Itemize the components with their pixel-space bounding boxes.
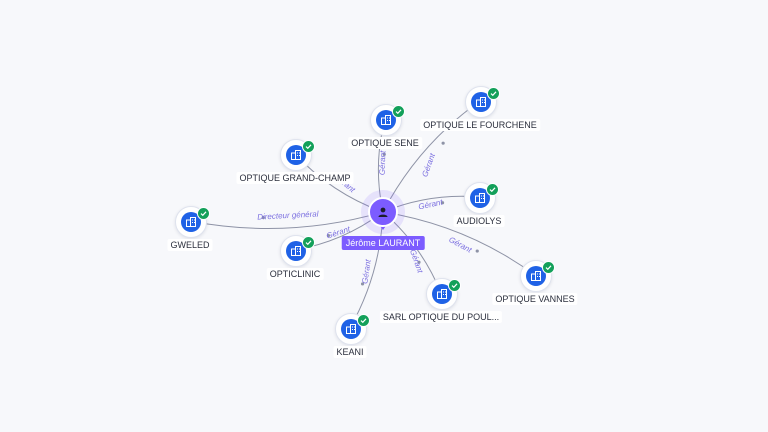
- company-label: AUDIOLYS: [453, 215, 505, 227]
- company-label: SARL OPTIQUE DU POUL...: [379, 311, 503, 323]
- edge-arrow-optique-le-fourchene: [441, 141, 445, 145]
- verified-check-icon: [487, 87, 500, 100]
- building-icon: [432, 284, 452, 304]
- company-node-circle: [464, 182, 496, 214]
- edge-arrow-optique-sene: [382, 152, 386, 156]
- company-node-circle: [426, 278, 458, 310]
- edge-optique-vannes: [382, 211, 536, 276]
- company-label: GWELED: [167, 239, 213, 251]
- company-node-circle: [175, 206, 207, 238]
- edge-arrow-optique-vannes: [475, 249, 479, 253]
- building-icon: [286, 145, 306, 165]
- edge-arrow-opticlinic: [326, 233, 331, 238]
- company-label: OPTICLINIC: [266, 268, 324, 280]
- building-icon: [526, 266, 546, 286]
- edge-arrow-audiolys: [440, 201, 445, 205]
- person-icon: [368, 197, 398, 227]
- verified-check-icon: [302, 236, 315, 249]
- edge-label-sarl-optique-du-poul: Gérant: [408, 248, 425, 275]
- building-icon: [341, 319, 361, 339]
- edge-label-optique-vannes: Gérant: [447, 235, 474, 255]
- edge-arrow-keani: [360, 282, 365, 286]
- company-node-circle: [335, 313, 367, 345]
- verified-check-icon: [542, 261, 555, 274]
- verified-check-icon: [392, 105, 405, 118]
- edge-label-audiolys: Gérant: [418, 197, 445, 211]
- building-icon: [470, 188, 490, 208]
- verified-check-icon: [486, 183, 499, 196]
- edge-gweled: [189, 211, 384, 230]
- edge-label-optique-sene: Gérant: [378, 150, 388, 176]
- company-label: OPTIQUE GRAND-CHAMP: [236, 172, 354, 184]
- edge-optique-le-fourchene: [382, 100, 481, 213]
- edge-arrow-gweled: [261, 215, 265, 220]
- verified-check-icon: [357, 314, 370, 327]
- verified-check-icon: [197, 207, 210, 220]
- verified-check-icon: [302, 140, 315, 153]
- edge-label-gweled: Directeur général: [257, 209, 319, 221]
- company-node-circle: [370, 104, 402, 136]
- building-icon: [376, 110, 396, 130]
- verified-check-icon: [448, 279, 461, 292]
- person-name-label: Jérôme LAURANT: [341, 236, 425, 250]
- building-icon: [181, 212, 201, 232]
- building-icon: [286, 241, 306, 261]
- building-icon: [471, 92, 491, 112]
- company-label: KEANI: [333, 346, 367, 358]
- edge-label-keani: Gérant: [360, 258, 372, 284]
- edge-arrow-sarl-optique-du-poul: [417, 260, 421, 264]
- edge-label-optique-le-fourchene: Gérant: [420, 151, 437, 178]
- company-label: OPTIQUE SENE: [348, 137, 422, 149]
- company-label: OPTIQUE LE FOURCHENE: [420, 119, 540, 131]
- company-label: OPTIQUE VANNES: [492, 293, 578, 305]
